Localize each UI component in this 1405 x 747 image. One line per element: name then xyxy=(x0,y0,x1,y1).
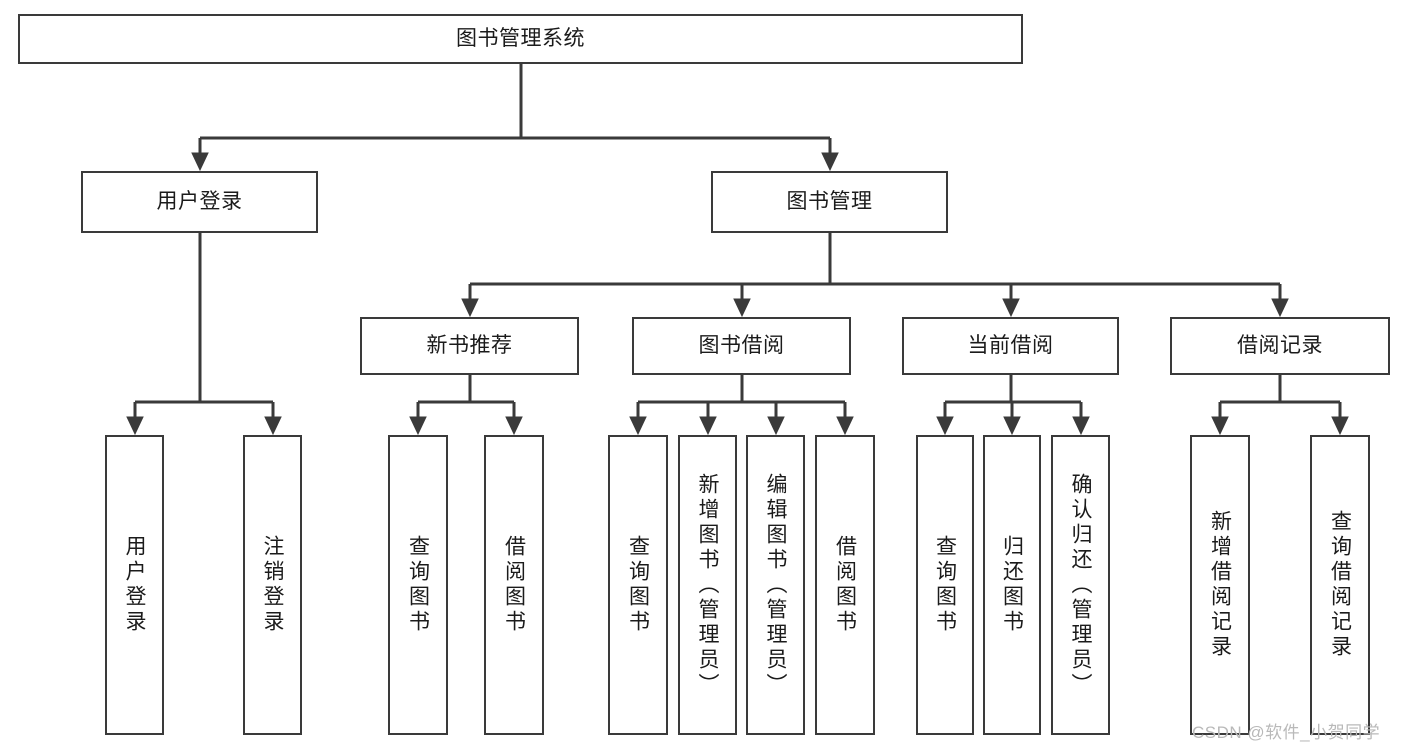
edge-group-borrow xyxy=(629,375,854,436)
node-borrow[interactable]: 图书借阅 xyxy=(632,317,851,375)
node-rec-1[interactable]: 查询图书 xyxy=(388,435,448,735)
node-label: 查询图书 xyxy=(626,535,650,635)
node-bor-3[interactable]: 编辑图书（管理员） xyxy=(746,435,805,735)
node-label: 借阅记录 xyxy=(1237,333,1323,357)
node-label: 当前借阅 xyxy=(967,333,1054,357)
node-label: 新增借阅记录 xyxy=(1208,510,1232,660)
node-label: 用户登录 xyxy=(156,189,243,213)
node-label: 归还图书 xyxy=(1000,535,1024,635)
node-bor-2[interactable]: 新增图书（管理员） xyxy=(678,435,737,735)
node-label: 查询图书 xyxy=(933,535,957,635)
node-label: 查询图书 xyxy=(406,535,430,635)
node-records[interactable]: 借阅记录 xyxy=(1170,317,1390,375)
node-label: 编辑图书（管理员） xyxy=(764,472,787,698)
node-login-2[interactable]: 注销登录 xyxy=(243,435,302,735)
node-label: 图书管理系统 xyxy=(456,26,585,50)
node-current[interactable]: 当前借阅 xyxy=(902,317,1119,375)
node-login-1[interactable]: 用户登录 xyxy=(105,435,164,735)
node-cur-3[interactable]: 确认归还（管理员） xyxy=(1051,435,1110,735)
edge-group-current xyxy=(936,375,1090,436)
node-root[interactable]: 图书管理系统 xyxy=(18,14,1023,64)
csdn-watermark: CSDN @软件_小贺同学 xyxy=(1192,723,1381,742)
node-label: 图书借阅 xyxy=(698,333,785,357)
edge-group-bookmgmt xyxy=(461,233,1289,318)
edge-group-login xyxy=(126,233,282,436)
node-label: 图书管理 xyxy=(786,189,873,213)
node-label: 注销登录 xyxy=(261,535,284,635)
node-label: 用户登录 xyxy=(123,535,146,635)
node-label: 借阅图书 xyxy=(502,535,526,635)
node-rcd-1[interactable]: 新增借阅记录 xyxy=(1190,435,1250,735)
node-recommend[interactable]: 新书推荐 xyxy=(360,317,579,375)
edge-group-root xyxy=(191,64,839,172)
node-label: 新增图书（管理员） xyxy=(696,472,719,698)
node-bookmgmt[interactable]: 图书管理 xyxy=(711,171,948,233)
node-label: 查询借阅记录 xyxy=(1328,510,1352,660)
node-login[interactable]: 用户登录 xyxy=(81,171,318,233)
node-rcd-2[interactable]: 查询借阅记录 xyxy=(1310,435,1370,735)
node-cur-2[interactable]: 归还图书 xyxy=(983,435,1041,735)
node-label: 新书推荐 xyxy=(426,333,513,357)
node-rec-2[interactable]: 借阅图书 xyxy=(484,435,544,735)
node-label: 确认归还（管理员） xyxy=(1069,472,1092,698)
node-cur-1[interactable]: 查询图书 xyxy=(916,435,974,735)
edge-group-recommend xyxy=(409,375,523,436)
node-bor-1[interactable]: 查询图书 xyxy=(608,435,668,735)
node-bor-4[interactable]: 借阅图书 xyxy=(815,435,875,735)
edge-group-records xyxy=(1211,375,1349,436)
node-label: 借阅图书 xyxy=(833,535,857,635)
